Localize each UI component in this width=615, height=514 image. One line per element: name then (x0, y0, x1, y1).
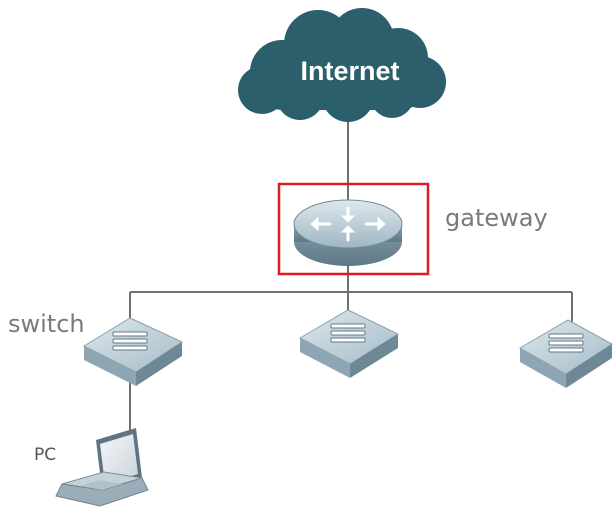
switch-icon-right (518, 319, 613, 388)
connection-lines (129, 112, 573, 438)
router-icon (293, 199, 403, 266)
laptop-icon (55, 428, 149, 507)
pc-label: PC (34, 445, 56, 465)
internet-cloud: Internet (238, 8, 446, 122)
switch-label: switch (8, 310, 85, 338)
switch-icon-left (82, 317, 184, 386)
gateway-highlight-box (277, 182, 430, 276)
gateway-label: gateway (445, 204, 548, 232)
switch-icon-center (298, 309, 400, 378)
internet-label: Internet (300, 56, 399, 86)
